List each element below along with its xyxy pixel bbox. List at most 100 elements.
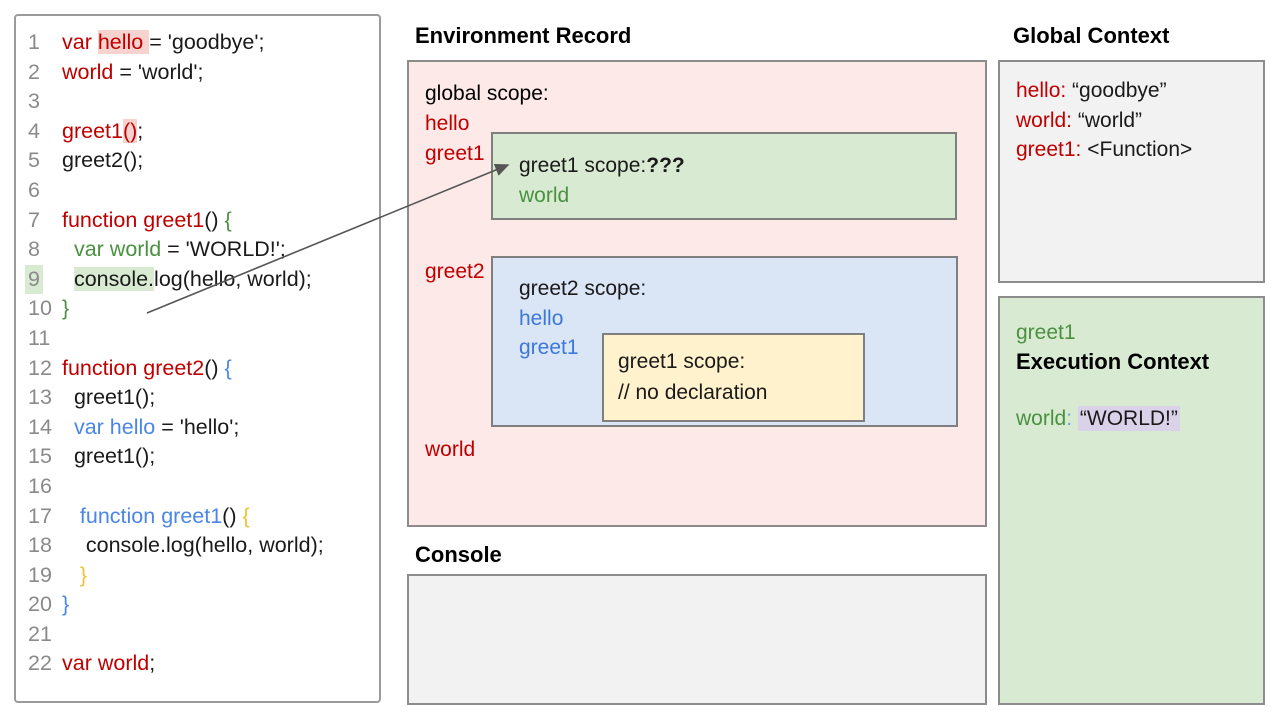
code-token: { [224, 207, 232, 232]
code-text: function greet1() { [62, 502, 379, 532]
execution-context-function-name: greet1 [1016, 321, 1076, 344]
code-token: } [62, 592, 70, 617]
code-line: 11 [16, 324, 379, 354]
line-number: 1 [28, 30, 40, 54]
code-text: console.log(hello, world); [62, 531, 379, 561]
line-number: 18 [28, 533, 52, 558]
code-token: function greet2 [62, 355, 205, 380]
global-var-hello: hello [425, 112, 470, 135]
code-token: = 'WORLD!'; [161, 237, 286, 262]
line-number: 14 [28, 414, 52, 439]
greet2-scope-var-greet1: greet1 [519, 336, 579, 359]
global-var-world: world [425, 438, 476, 461]
global-var-greet1: greet1 [425, 142, 485, 165]
global-context-entry: greet1: <Function> [1016, 135, 1263, 165]
code-text: } [62, 561, 379, 591]
code-token: var hello [73, 414, 156, 439]
code-text [62, 87, 379, 117]
code-token: var world [62, 651, 150, 676]
code-line: 7 function greet1() { [16, 206, 379, 236]
code-token: function greet1 [62, 207, 205, 232]
global-context-title: Global Context [1013, 23, 1170, 48]
code-token: } [79, 562, 88, 587]
code-token: greet2(); [62, 148, 144, 173]
global-context-entry: hello: “goodbye” [1016, 76, 1263, 106]
code-token: () [204, 207, 225, 232]
line-number: 7 [28, 207, 40, 232]
line-number: 12 [28, 355, 52, 380]
code-text: var hello = 'hello'; [62, 413, 379, 443]
greet1-scope-var-world: world [519, 184, 570, 207]
code-text: greet1(); [62, 383, 379, 413]
line-number: 4 [28, 118, 40, 143]
nested-greet1-scope-label: greet1 scope: [618, 350, 746, 373]
global-context-entry: world: “world” [1016, 106, 1263, 136]
greet1-scope-label-text: greet1 scope: [519, 154, 647, 177]
execution-context-title: Execution Context [1016, 349, 1210, 374]
code-line: 19 } [16, 561, 379, 591]
code-line: 3 [16, 87, 379, 117]
entry-value: “world” [1072, 108, 1143, 132]
space [1072, 407, 1078, 430]
code-token: = 'world'; [113, 59, 204, 84]
code-token: console. [73, 266, 155, 291]
console-output-box [407, 574, 987, 705]
code-token: } [62, 296, 70, 321]
execution-context-box: greet1 Execution Context world: “WORLD!” [998, 296, 1265, 705]
code-token: { [242, 503, 250, 528]
code-text: greet1(); [62, 117, 379, 147]
greet1-scope-label: greet1 scope:??? [519, 151, 955, 181]
greet1-scope-unknown: ??? [646, 154, 685, 177]
code-text: } [62, 294, 379, 324]
entry-value: “goodbye” [1066, 79, 1167, 102]
entry-value: <Function> [1081, 138, 1193, 161]
line-number: 10 [28, 296, 52, 321]
entry-key: world: [1016, 108, 1073, 132]
code-token: () [204, 355, 225, 380]
code-text: var hello = 'goodbye'; [62, 28, 379, 58]
line-number: 15 [28, 444, 52, 469]
code-line: 6 [16, 176, 379, 206]
code-token [62, 563, 80, 587]
code-token: greet1(); [62, 385, 156, 410]
code-text: } [62, 590, 379, 620]
code-token: world [62, 59, 114, 84]
code-token: var world [73, 237, 162, 262]
code-line: 9 console.log(hello, world); [16, 264, 379, 295]
greet1-scope-box: greet1 scope:??? world [491, 132, 957, 220]
code-line: 12 function greet2() { [16, 354, 379, 384]
colon: : [1066, 407, 1073, 430]
code-line: 17 function greet1() { [16, 502, 379, 532]
code-text: function greet1() { [62, 206, 379, 236]
code-text [62, 324, 379, 354]
code-text [62, 620, 379, 650]
line-number: 8 [28, 237, 40, 262]
line-number: 3 [28, 89, 40, 114]
code-token [62, 267, 74, 291]
code-text: function greet2() { [62, 354, 379, 384]
code-token [62, 237, 74, 261]
global-scope-box: global scope: hello greet1 greet2 world … [407, 60, 987, 527]
code-text [62, 176, 379, 206]
var-value: “WORLD!” [1077, 406, 1180, 431]
entry-key: hello: [1016, 79, 1067, 102]
line-number: 13 [28, 385, 52, 410]
line-number: 19 [28, 562, 52, 587]
line-number: 2 [28, 59, 40, 84]
code-token: { [224, 355, 232, 380]
code-line: 20} [16, 590, 379, 620]
code-token: = 'goodbye'; [149, 30, 265, 54]
environment-record-title: Environment Record [415, 23, 632, 48]
greet2-scope-var-hello: hello [519, 306, 564, 330]
code-line: 1 var hello = 'goodbye'; [16, 28, 379, 58]
global-scope-label: global scope: [425, 82, 549, 105]
line-number: 17 [28, 503, 52, 528]
code-token: console.log(hello, world); [62, 533, 324, 558]
entry-key: greet1: [1016, 138, 1082, 161]
code-token: var [62, 30, 98, 54]
code-token: hello [97, 30, 150, 54]
code-token: = 'hello'; [155, 414, 240, 439]
